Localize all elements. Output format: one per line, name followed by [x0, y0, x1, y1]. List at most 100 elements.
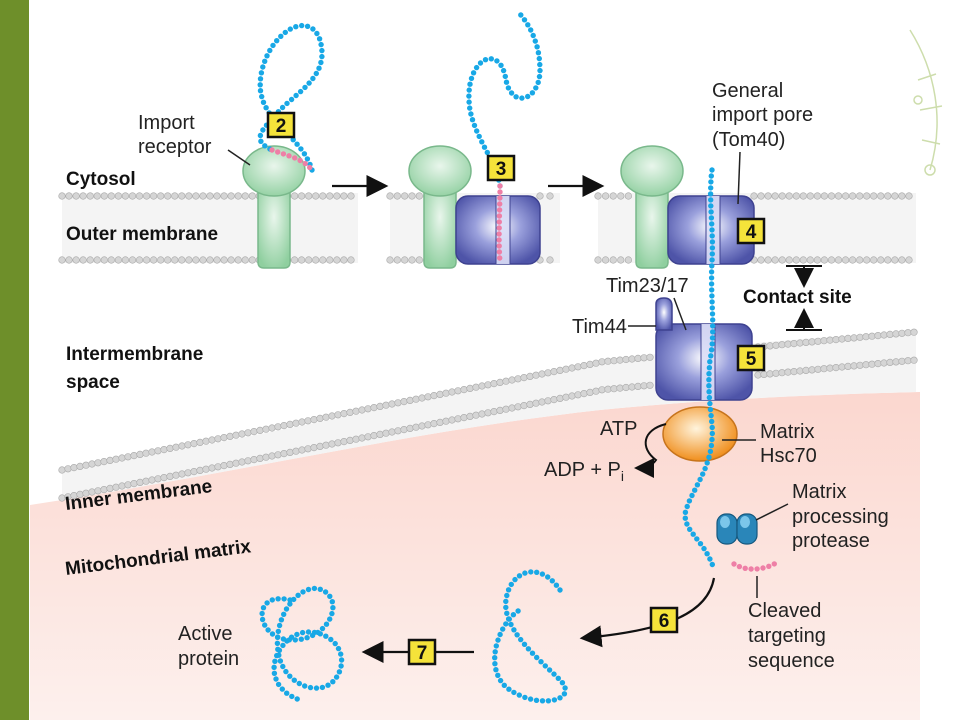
inner-membrane-head: [58, 466, 66, 474]
cytosol-label: Cytosol: [66, 169, 136, 190]
inner-membrane-head: [154, 475, 162, 483]
translocating-chain-dot: [709, 436, 715, 443]
outer-membrane-head: [86, 256, 94, 264]
outer-membrane-head: [415, 192, 423, 200]
outer-membrane-head: [594, 256, 602, 264]
inner-membrane-head: [778, 369, 786, 377]
outer-membrane-head: [192, 256, 200, 264]
inner-membrane-head: [94, 459, 102, 467]
unfolded-chain-dot: [493, 667, 499, 673]
signal-sequence-dot: [496, 237, 502, 243]
outer-membrane-head: [386, 256, 394, 264]
outer-membrane-head: [93, 256, 101, 264]
inner-membrane-head: [454, 387, 462, 395]
inner-membrane-head: [382, 429, 390, 437]
protease-label-1: Matrix: [792, 481, 846, 503]
precursor-chain-dot: [474, 128, 480, 134]
unfolded-chain-dot: [504, 592, 510, 599]
outer-membrane-head: [319, 256, 327, 264]
signal-sequence-dot: [497, 201, 503, 207]
inner-membrane-head: [214, 435, 222, 443]
precursor-chain-dot: [477, 60, 484, 66]
inner-membrane-head: [70, 464, 78, 472]
translocating-chain-dot: [708, 173, 714, 179]
inner-membrane-head: [346, 436, 354, 445]
import-receptor-label-2: receptor: [138, 136, 212, 158]
translocating-chain-dot: [708, 412, 714, 419]
signal-sequence-dot: [496, 213, 503, 219]
inner-membrane-head: [520, 402, 528, 410]
precursor-chain-dot: [293, 24, 299, 30]
outer-membrane-head: [778, 256, 786, 264]
translocating-chain-dot: [707, 400, 713, 407]
cleaved-label-2: targeting: [748, 625, 826, 647]
unfolded-chain-dot: [521, 641, 528, 647]
inner-membrane-head: [532, 371, 540, 379]
inner-membrane-head: [352, 435, 360, 443]
outer-membrane-head: [870, 192, 878, 200]
inner-membrane-head: [478, 382, 486, 390]
outer-membrane-head: [799, 256, 807, 264]
translocating-chain-dot: [682, 515, 688, 521]
inner-membrane-head: [526, 372, 534, 381]
translocating-chain-dot: [709, 424, 715, 431]
unfolded-chain-dot: [557, 695, 563, 701]
outer-membrane-head: [340, 192, 348, 200]
inner-membrane-head: [184, 441, 192, 449]
outer-membrane-head: [536, 192, 544, 200]
inner-membrane-head: [814, 365, 822, 373]
inner-membrane-head: [520, 374, 528, 382]
translocating-chain-dot: [687, 526, 693, 532]
precursor-chain-dot: [316, 65, 322, 71]
unfolded-chain-dot: [522, 570, 528, 576]
unfolded-chain-dot: [503, 598, 509, 605]
outer-membrane-head: [778, 192, 786, 200]
unfolded-chain-dot: [528, 569, 534, 575]
outer-membrane-head: [771, 256, 779, 264]
translocating-chain-dot: [706, 365, 713, 371]
corner-decoration: [909, 29, 943, 176]
translocating-chain-dot: [708, 215, 715, 221]
inner-membrane-head: [430, 420, 438, 428]
precursor-chain-dot: [481, 144, 488, 150]
inner-membrane-head: [526, 400, 534, 409]
outer-membrane-head: [764, 192, 772, 200]
outer-membrane-head: [150, 256, 158, 264]
precursor-chain-dot: [274, 38, 280, 44]
signal-sequence-dot: [496, 219, 502, 225]
inner-membrane-head: [274, 423, 282, 431]
inner-membrane-head: [172, 471, 180, 479]
translocating-chain-dot: [708, 275, 715, 281]
cleaved-sequence-dot: [742, 565, 748, 571]
inner-membrane-head: [322, 413, 330, 421]
signal-sequence-dot: [286, 153, 292, 159]
inner-membrane-head: [550, 368, 558, 376]
inner-membrane-head: [514, 375, 522, 383]
translocating-chain-dot: [709, 418, 715, 425]
outer-membrane-head: [898, 192, 906, 200]
outer-membrane-head: [220, 256, 228, 264]
outer-membrane-head: [546, 256, 554, 264]
translocating-chain-dot: [710, 329, 716, 335]
unfolded-chain-dot: [506, 686, 512, 692]
inner-membrane-head: [304, 445, 312, 453]
inner-membrane-head: [214, 463, 222, 471]
translocating-chain-dot: [708, 353, 714, 359]
active-protein-dot: [276, 647, 283, 653]
signal-sequence-dot: [302, 160, 308, 167]
active-protein-dot: [280, 663, 286, 670]
outer-membrane-head: [813, 192, 822, 200]
inner-membrane-head: [358, 434, 366, 442]
outer-membrane-head: [298, 192, 306, 200]
inner-membrane-head: [544, 369, 552, 377]
active-protein-dot: [279, 686, 285, 692]
active-protein-dot: [274, 652, 280, 659]
svg-text:6: 6: [659, 611, 670, 632]
cleaved-sequence-dot: [771, 561, 777, 567]
signal-sequence-dot: [497, 183, 503, 189]
outer-membrane-head: [609, 256, 617, 264]
translocating-chain-dot: [710, 323, 716, 329]
inner-membrane-head: [454, 415, 462, 423]
outer-membrane-head: [199, 256, 207, 264]
cleaved-sequence-dot: [754, 566, 760, 572]
